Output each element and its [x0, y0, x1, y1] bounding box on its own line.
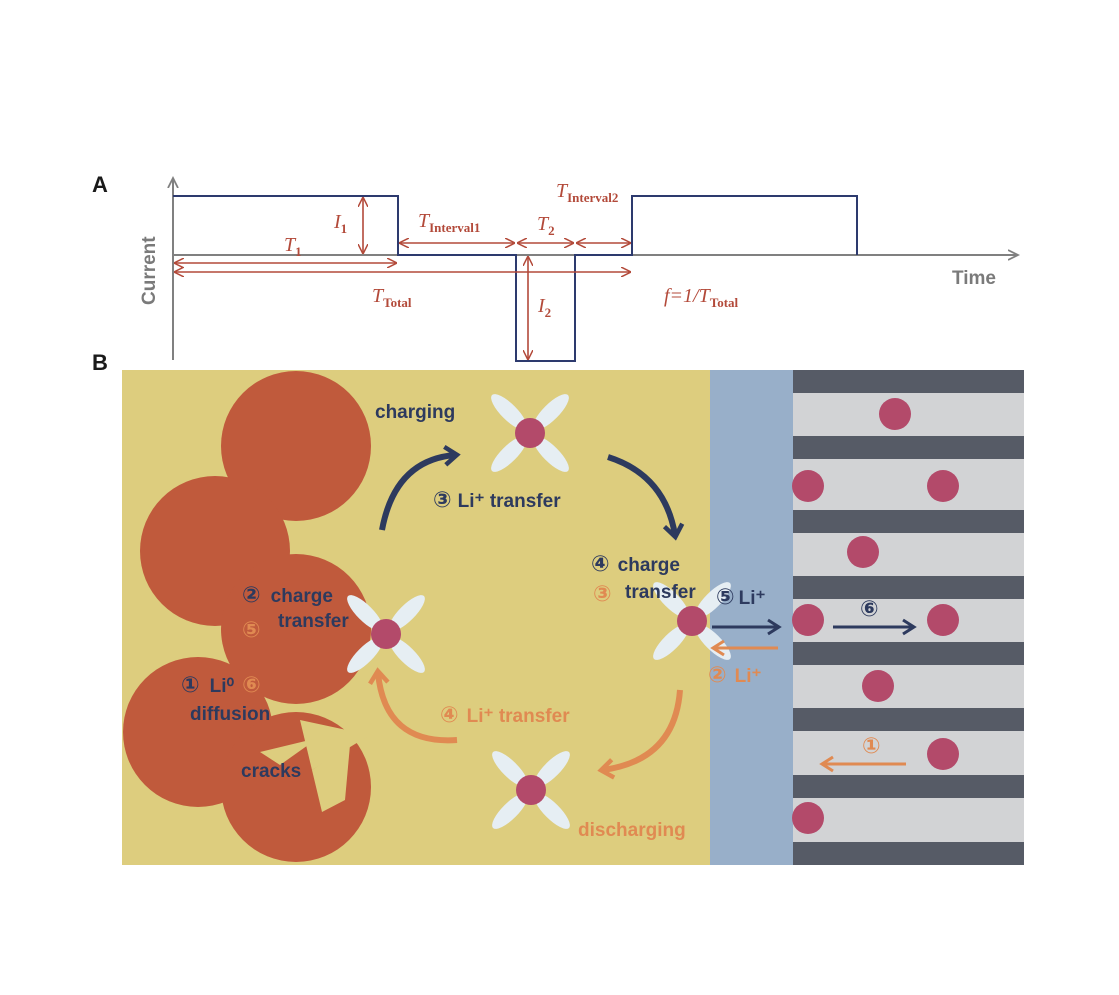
i2-annotation: I2 [528, 257, 551, 359]
t1-annotation: T1 [175, 234, 396, 263]
pulse-waveform [173, 195, 858, 362]
discharging-arrow-up [368, 667, 458, 744]
step2-charge-transfer-line2: transfer [278, 611, 349, 632]
t-interval1-annotation: TInterval1 [400, 210, 514, 243]
step5-orange: ⑤ [242, 618, 261, 643]
panel-b: B [92, 350, 1024, 865]
intercalated-li-ions [792, 398, 959, 834]
charging-label: charging [375, 402, 455, 423]
charging-arrow-down [607, 454, 685, 541]
t-interval2-annotation: TInterval2 [556, 180, 630, 243]
svg-text:I2: I2 [537, 295, 551, 320]
panel-b-label: B [92, 350, 108, 375]
step3-orange: ③ [593, 582, 612, 607]
svg-text:TInterval1: TInterval1 [418, 210, 480, 235]
step1-orange: ① [862, 734, 881, 759]
i1-annotation: I1 [333, 198, 363, 253]
discharging-label: discharging [578, 820, 686, 841]
svg-text:TInterval2: TInterval2 [556, 180, 618, 205]
svg-text:I1: I1 [333, 211, 347, 236]
step4-charge-transfer-line2: transfer [625, 582, 696, 603]
svg-text:T1: T1 [284, 234, 302, 259]
cathode-particles [122, 370, 371, 865]
charging-arrow-up [379, 444, 461, 531]
t2-annotation: T2 [518, 213, 573, 243]
frequency-label: f=1/TTotal [664, 285, 739, 310]
t-total-annotation: TTotal [175, 272, 630, 310]
y-axis-label: Current [139, 236, 160, 305]
diffusion-label: diffusion [190, 704, 270, 725]
cracks-label: cracks [241, 761, 301, 782]
sei-layer [710, 370, 793, 865]
svg-text:T2: T2 [537, 213, 555, 238]
panel-a: A Current Time I1 T1 TInterval1 T2 TInte… [92, 172, 1018, 362]
graphite-anode [793, 370, 1024, 865]
discharging-arrow-left [597, 689, 683, 780]
panel-a-label: A [92, 172, 108, 197]
x-axis-label: Time [952, 268, 996, 289]
svg-text:TTotal: TTotal [372, 285, 412, 310]
step6-blue: ⑥ [860, 597, 879, 622]
